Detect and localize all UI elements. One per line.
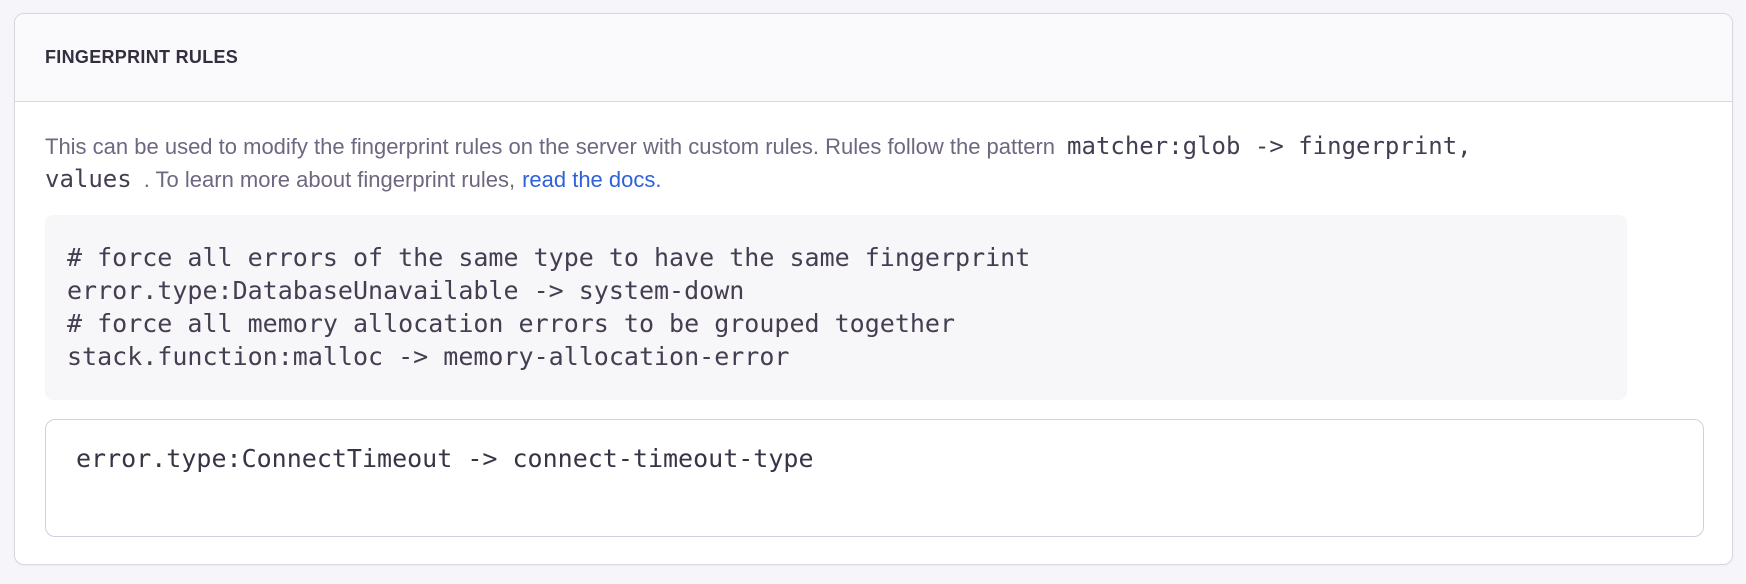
read-the-docs-link[interactable]: read the docs.	[522, 167, 662, 192]
panel-title: FINGERPRINT RULES	[45, 47, 239, 67]
pattern-code-part-2: values	[45, 165, 132, 193]
description-text-1: This can be used to modify the fingerpri…	[45, 134, 1056, 159]
panel-description: This can be used to modify the fingerpri…	[45, 130, 1702, 196]
panel-header: FINGERPRINT RULES	[15, 14, 1732, 102]
fingerprint-rules-input[interactable]: error.type:ConnectTimeout -> connect-tim…	[45, 419, 1704, 537]
fingerprint-rules-panel: FINGERPRINT RULES This can be used to mo…	[14, 13, 1733, 565]
panel-body: This can be used to modify the fingerpri…	[15, 102, 1732, 564]
description-text-2: . To learn more about fingerprint rules,	[143, 167, 516, 192]
pattern-code-part-1: matcher:glob -> fingerprint,	[1067, 132, 1472, 160]
example-rules-code-block: # force all errors of the same type to h…	[45, 215, 1627, 400]
